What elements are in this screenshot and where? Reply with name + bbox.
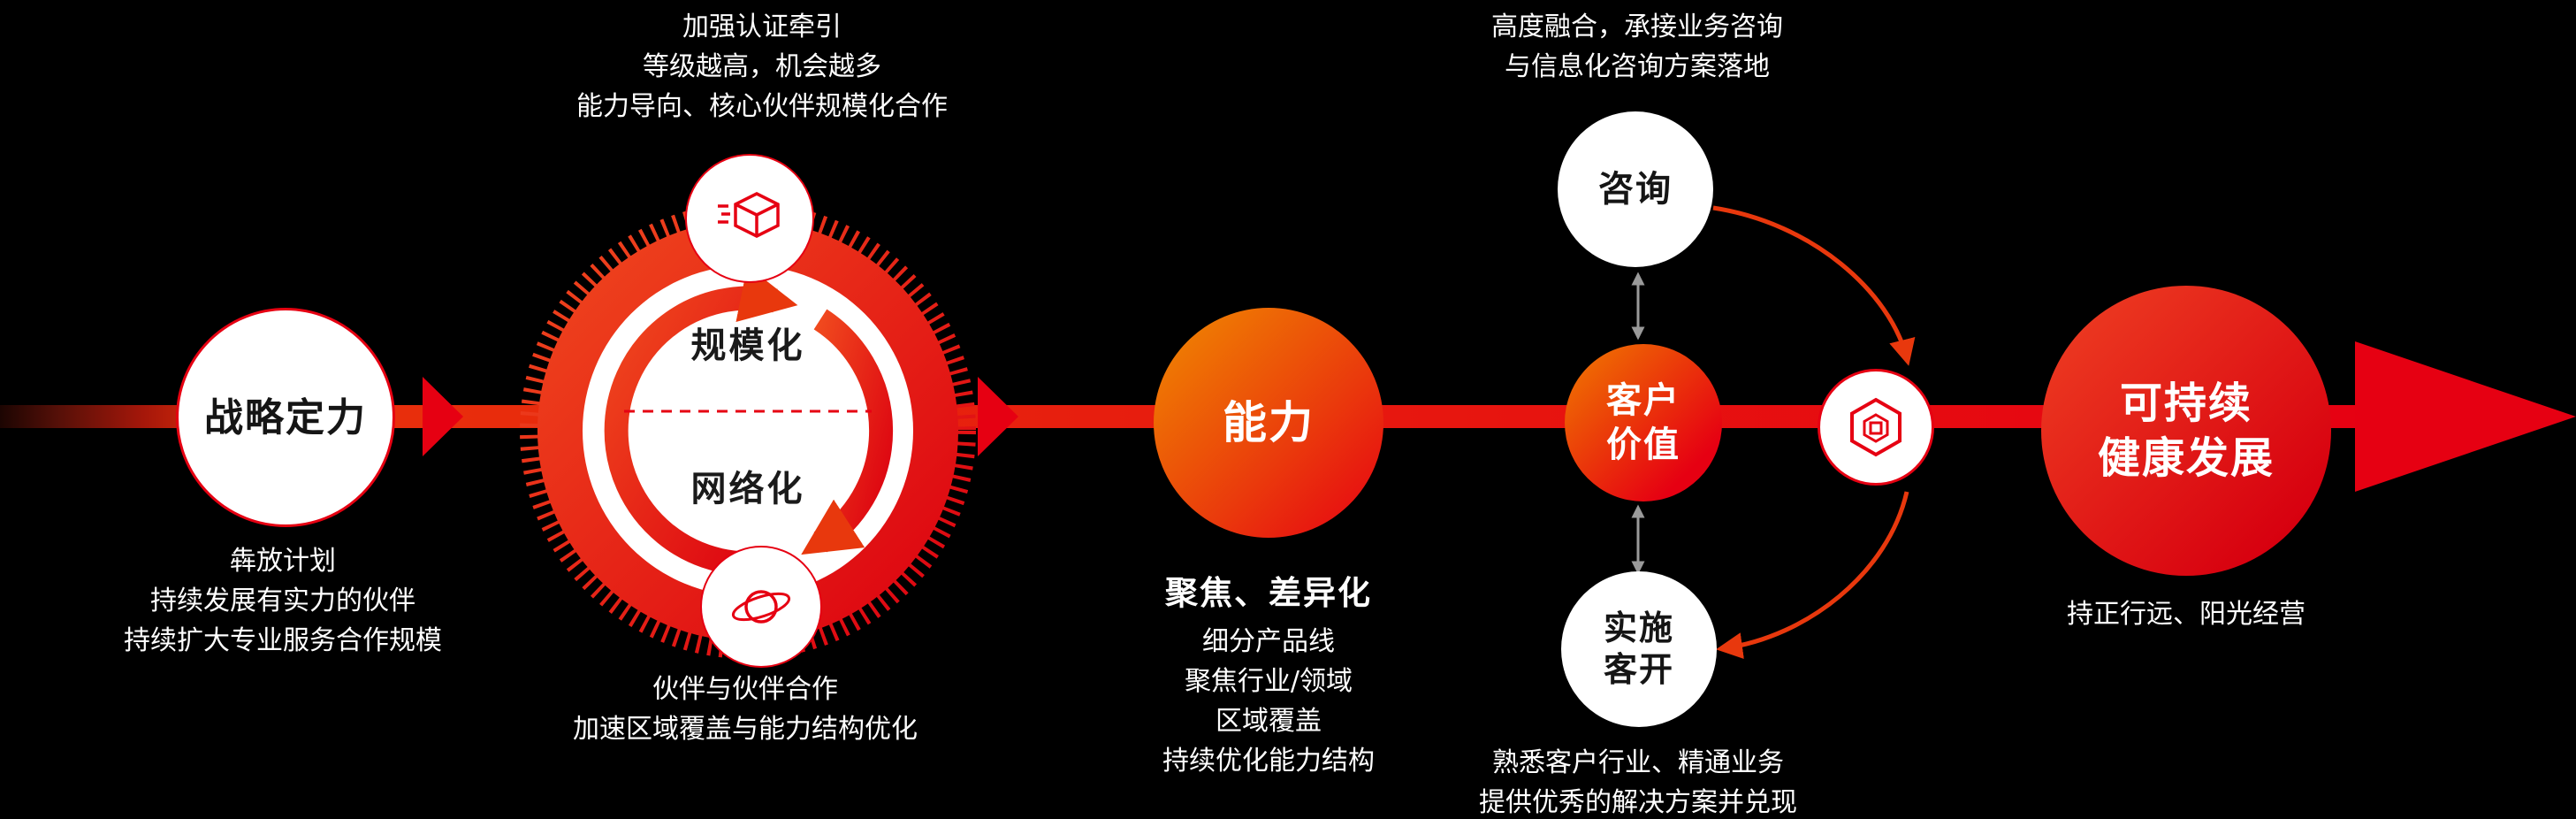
hexagon-logo-icon: [1850, 397, 1902, 457]
note-line: 能力导向、核心伙伴规模化合作: [576, 91, 948, 122]
strategy-circle: 战略定力: [176, 308, 395, 527]
note-line: 持正行远、阳光经营: [2067, 599, 2305, 630]
cube-icon: [718, 192, 780, 238]
scale-network-notes-top: 加强认证牵引 等级越高，机会越多 能力导向、核心伙伴规模化合作: [576, 7, 948, 126]
flow-end-arrowhead: [2355, 341, 2576, 492]
implementation-notes: 熟悉客户行业、精通业务 提供优秀的解决方案并兑现: [1479, 743, 1797, 819]
planet-icon: [731, 590, 791, 624]
note-line: 高度融合，承接业务咨询: [1491, 11, 1783, 42]
note-line: 细分产品线: [1202, 626, 1335, 657]
flow-chevron-2: [978, 377, 1018, 456]
scale-network-notes-bottom: 伙伴与伙伴合作 加速区域覆盖与能力结构优化: [573, 670, 918, 749]
note-line: 聚焦行业/领域: [1184, 666, 1353, 697]
scale-label: 规模化: [690, 325, 805, 366]
network-label: 网络化: [690, 469, 805, 509]
sustainable-notes: 持正行远、阳光经营: [2067, 594, 2305, 634]
scale-network-ring-ticks: [520, 203, 976, 659]
consulting-notes: 高度融合，承接业务咨询 与信息化咨询方案落地: [1491, 7, 1783, 87]
implementation-title-line2: 客开: [1603, 650, 1674, 689]
note-line: 加强认证牵引: [682, 11, 842, 42]
capability-circle: 能力: [1154, 308, 1383, 538]
cycle-swirl-left: [604, 265, 798, 576]
note-line: 熟悉客户行业、精通业务: [1492, 747, 1784, 778]
strategy-title: 战略定力: [204, 394, 367, 440]
customer-value-title-line1: 客户: [1606, 380, 1680, 421]
cycle-arc-top: [1712, 205, 1916, 366]
note-line: 持续优化能力结构: [1162, 746, 1375, 777]
note-line: 持续发展有实力的伙伴: [150, 586, 415, 616]
capability-notes: 细分产品线 聚焦行业/领域 区域覆盖 持续优化能力结构: [1162, 622, 1375, 781]
sustainable-development-circle: 可持续 健康发展: [2041, 286, 2331, 576]
note-line: 犇放计划: [230, 546, 336, 577]
partner-network-badge-circle: [700, 546, 822, 668]
cycle-swirl-right: [801, 309, 894, 555]
sustainable-title-line1: 可持续: [2119, 378, 2252, 428]
note-line: 加速区域覆盖与能力结构优化: [573, 714, 918, 745]
implementation-title-line1: 实施: [1603, 608, 1674, 647]
implementation-circle: 实施 客开: [1561, 571, 1717, 727]
customer-value-circle: 客户 价值: [1565, 344, 1722, 501]
sustainable-title-line2: 健康发展: [2097, 433, 2275, 483]
customer-value-title-line2: 价值: [1606, 425, 1680, 465]
note-line: 区域覆盖: [1216, 706, 1322, 737]
strategy-notes: 犇放计划 持续发展有实力的伙伴 持续扩大专业服务合作规模: [124, 541, 442, 661]
certification-badge-circle: [685, 154, 814, 283]
consulting-circle: 咨询: [1558, 111, 1713, 267]
capability-subtitle: 聚焦、差异化: [1165, 574, 1372, 612]
consulting-title: 咨询: [1598, 169, 1673, 210]
note-line: 持续扩大专业服务合作规模: [124, 625, 442, 656]
flow-chevron-1: [423, 377, 463, 456]
note-line: 提供优秀的解决方案并兑现: [1479, 787, 1797, 818]
cycle-arc-bottom: [1716, 491, 1909, 659]
note-line: 等级越高，机会越多: [643, 51, 881, 82]
hexagon-logo-badge: [1818, 369, 1934, 486]
note-line: 与信息化咨询方案落地: [1505, 51, 1770, 82]
note-line: 伙伴与伙伴合作: [652, 674, 838, 705]
capability-title: 能力: [1223, 396, 1315, 448]
